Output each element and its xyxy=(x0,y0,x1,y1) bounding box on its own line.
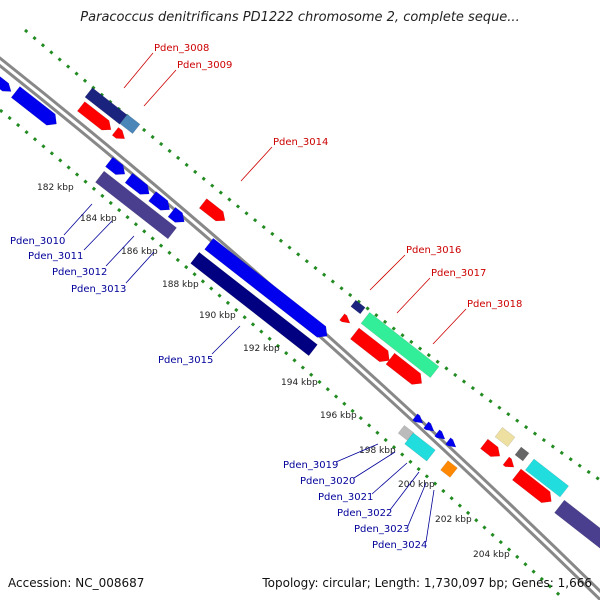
gene-label-pden-3021: Pden_3021 xyxy=(318,492,373,503)
gene-label-pden-3014: Pden_3014 xyxy=(273,137,328,148)
gene-label-pden-3013: Pden_3013 xyxy=(71,284,126,295)
gene-pden-3017 xyxy=(339,313,351,324)
tick-label: 198 kbp xyxy=(359,446,396,456)
gene-pden-3012 xyxy=(148,191,170,211)
gene-label-pden-3023: Pden_3023 xyxy=(354,524,409,535)
gene-blue-0 xyxy=(10,86,57,126)
leader-line-pden-3016 xyxy=(369,254,406,291)
gene-grey xyxy=(514,446,530,462)
leader-line-pden-3010 xyxy=(63,203,93,236)
gene-label-pden-3019: Pden_3019 xyxy=(283,460,338,471)
tick-label: 190 kbp xyxy=(199,311,236,321)
gene-red-5 xyxy=(512,468,552,504)
gene-features xyxy=(0,76,600,557)
gene-purple-edge xyxy=(554,499,600,557)
gene-pden-3019 xyxy=(412,413,424,424)
gene-blue-edge xyxy=(0,76,12,92)
topology-summary: Topology: circular; Length: 1,730,097 bp… xyxy=(262,576,592,590)
gene-dark-purple xyxy=(95,170,177,240)
tick-label: 194 kbp xyxy=(281,378,318,388)
gene-label-pden-3008: Pden_3008 xyxy=(154,43,209,54)
tick-label: 182 kbp xyxy=(37,183,74,193)
gene-red-3 xyxy=(480,438,501,457)
leader-line-pden-3018 xyxy=(432,308,467,345)
tick-label: 202 kbp xyxy=(435,515,472,525)
gene-pden-3015-dark xyxy=(190,251,318,357)
leader-line-pden-3022 xyxy=(389,471,420,511)
leader-line-pden-3011 xyxy=(83,220,113,251)
leader-line-pden-3019 xyxy=(335,443,379,463)
gene-label-pden-3016: Pden_3016 xyxy=(406,245,461,256)
gene-block-red-1 xyxy=(76,101,112,131)
gene-pden-3024 xyxy=(440,460,458,478)
tick-label: 196 kbp xyxy=(320,411,357,421)
gene-label-pden-3022: Pden_3022 xyxy=(337,508,392,519)
gene-label-pden-3011: Pden_3011 xyxy=(28,251,83,262)
gene-pden-3015 xyxy=(204,237,328,338)
leader-line-pden-3014 xyxy=(240,146,273,182)
tick-label: 204 kbp xyxy=(473,550,510,560)
gene-red-4 xyxy=(502,456,515,468)
gene-pale-yellow xyxy=(494,426,516,448)
gene-pden-3016 xyxy=(350,299,366,315)
tick-labels: 182 kbp 184 kbp 186 kbp 188 kbp 190 kbp 192 k… xyxy=(37,183,510,560)
tick-label: 186 kbp xyxy=(121,247,158,257)
gene-pden-3022 xyxy=(445,437,457,448)
gene-label-pden-3009: Pden_3009 xyxy=(177,60,232,71)
leader-line-pden-3020 xyxy=(353,451,396,479)
gene-pden-3021 xyxy=(434,429,446,440)
inner-dotted-line xyxy=(0,108,567,600)
gene-red-long-2 xyxy=(385,352,423,385)
gene-label-pden-3024: Pden_3024 xyxy=(372,540,427,551)
gene-pden-3013 xyxy=(167,206,185,223)
gene-pden-3009 xyxy=(119,113,141,135)
gene-pden-3014 xyxy=(198,198,226,222)
tick-label: 200 kbp xyxy=(398,480,435,490)
leader-line-pden-3013 xyxy=(125,251,155,284)
leader-line-pden-3023 xyxy=(407,482,427,527)
gene-label-pden-3010: Pden_3010 xyxy=(10,236,65,247)
gene-label-pden-3018: Pden_3018 xyxy=(467,299,522,310)
gene-cyan-2 xyxy=(525,458,569,498)
gene-pden-3011 xyxy=(124,172,150,195)
map-title: Paracoccus denitrificans PD1222 chromoso… xyxy=(80,10,520,25)
outer-dotted-line xyxy=(24,28,600,482)
gene-pden-3018 xyxy=(360,312,440,378)
leader-line-pden-3024 xyxy=(425,489,435,543)
gene-label-pden-3020: Pden_3020 xyxy=(300,476,355,487)
tick-label: 192 kbp xyxy=(243,344,280,354)
leader-line-pden-3012 xyxy=(105,235,135,267)
gene-label-pden-3012: Pden_3012 xyxy=(52,267,107,278)
gene-pden-3020 xyxy=(423,421,435,432)
leader-line-pden-3021 xyxy=(371,462,408,495)
gene-label-pden-3015: Pden_3015 xyxy=(158,355,213,366)
gene-pden-3008 xyxy=(84,87,128,125)
tick-label: 188 kbp xyxy=(162,280,199,290)
leader-line-pden-3008 xyxy=(123,52,154,89)
gene-pden-3010 xyxy=(105,156,126,175)
leader-line-pden-3015 xyxy=(211,325,241,355)
leader-line-pden-3017 xyxy=(396,277,431,314)
leader-line-pden-3009 xyxy=(143,69,177,107)
gene-red-long-1 xyxy=(350,327,390,363)
tick-label: 184 kbp xyxy=(80,214,117,224)
gene-block-red-2 xyxy=(111,127,126,139)
accession-text: Accession: NC_008687 xyxy=(8,576,145,590)
gene-labels: Pden_3008Pden_3009Pden_3014Pden_3016Pden… xyxy=(10,43,522,551)
gene-cyan-1 xyxy=(404,432,436,462)
gene-label-pden-3017: Pden_3017 xyxy=(431,268,486,279)
